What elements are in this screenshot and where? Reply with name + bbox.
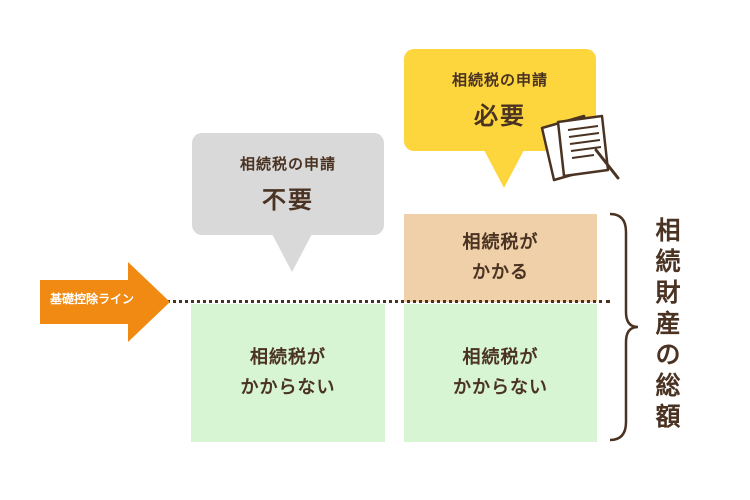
bubble-not-required: 相続税の申請 不要 bbox=[192, 133, 384, 235]
box-tax-applies: 相続税が かかる bbox=[404, 214, 597, 302]
bubble-required-title: 必要 bbox=[474, 102, 526, 130]
total-estate-char: 続 bbox=[655, 247, 681, 276]
total-estate-char: 額 bbox=[655, 402, 681, 431]
deduction-line-label: 基礎控除ライン bbox=[49, 292, 134, 306]
bubble-required-tail bbox=[484, 150, 524, 188]
total-estate-char: 産 bbox=[655, 309, 681, 338]
total-estate-char: 相 bbox=[655, 216, 681, 245]
total-estate-char: の bbox=[655, 340, 681, 369]
box-no-tax-left-line1: 相続税が bbox=[250, 347, 326, 368]
total-estate-char: 総 bbox=[655, 371, 681, 400]
total-estate-label: 相 続 財 産 の 総 額 bbox=[650, 215, 686, 432]
box-tax-applies-line2: かかる bbox=[472, 262, 529, 283]
box-no-tax-right: 相続税が かからない bbox=[404, 304, 597, 442]
bubble-required-subtitle: 相続税の申請 bbox=[451, 71, 548, 89]
bubble-not-required-title: 不要 bbox=[262, 186, 314, 214]
total-estate-bracket bbox=[609, 212, 639, 442]
bubble-not-required-subtitle: 相続税の申請 bbox=[239, 155, 336, 173]
document-with-pen-icon bbox=[540, 114, 620, 182]
bubble-required: 相続税の申請 必要 bbox=[404, 49, 596, 151]
box-no-tax-right-line2: かからない bbox=[453, 377, 548, 398]
bubble-not-required-tail bbox=[272, 234, 312, 272]
box-no-tax-left-line2: かからない bbox=[240, 377, 336, 398]
box-no-tax-left: 相続税が かからない bbox=[191, 304, 385, 442]
box-tax-applies-line1: 相続税が bbox=[462, 232, 539, 253]
deduction-line-arrow bbox=[40, 262, 170, 342]
basic-deduction-line bbox=[160, 300, 610, 303]
total-estate-char: 財 bbox=[655, 278, 681, 307]
box-no-tax-right-line1: 相続税が bbox=[462, 347, 539, 368]
